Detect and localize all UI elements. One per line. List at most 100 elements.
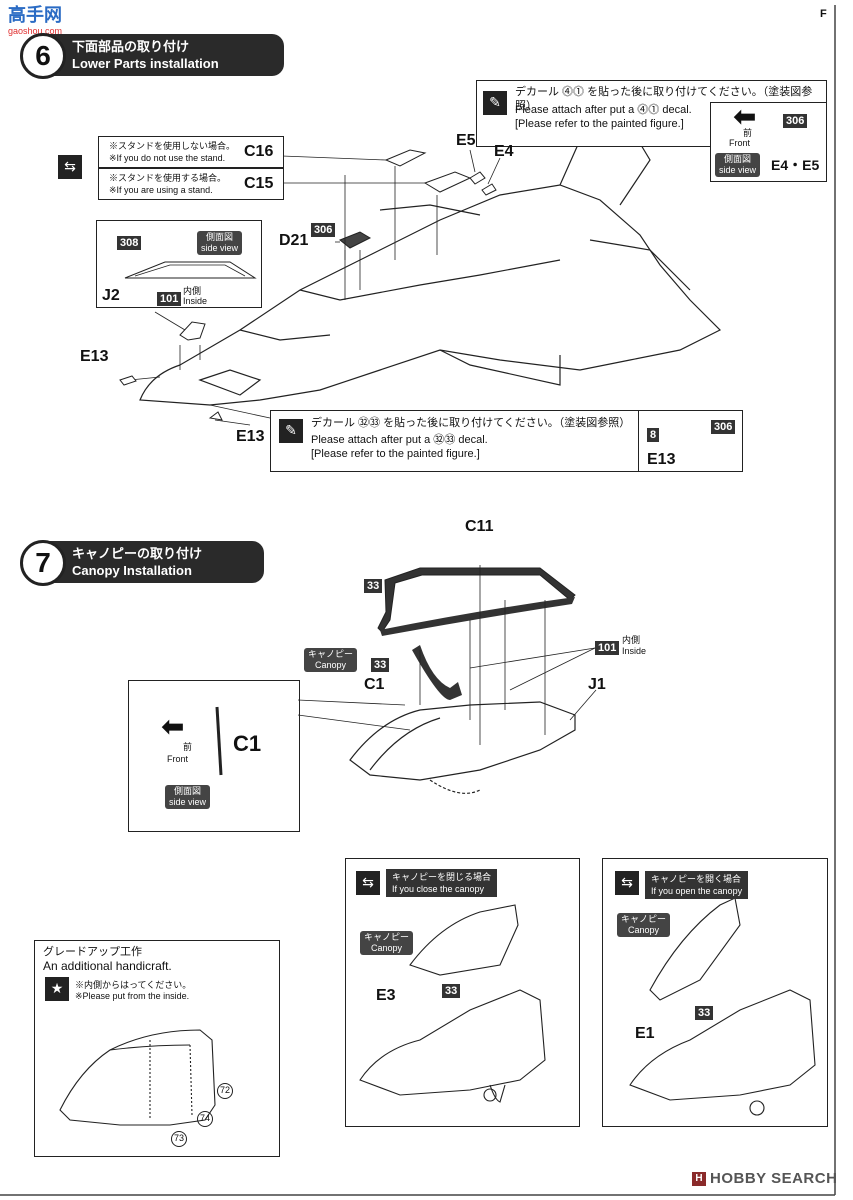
part-c16: C16 <box>244 143 274 160</box>
stand-note: ※スタンドを使用する場合。 ※If you are using a stand. <box>98 168 284 200</box>
part-74: 74 <box>197 1111 213 1127</box>
close-canopy-canopy-jp: キャノピー <box>364 932 410 942</box>
aircraft-top-drawing <box>139 109 722 406</box>
hobby-search-logo-icon: H <box>692 1171 706 1186</box>
open-canopy-label: キャノピーを開く場合 If you open the canopy <box>645 871 749 899</box>
part-badge-101-b: 101 <box>595 641 620 655</box>
site-logo-text: 高手网 <box>8 5 62 26</box>
part-badge-33-b: 33 <box>371 658 390 672</box>
close-canopy-box: ⇆ キャノピーを閉じる場合 If you close the canopy キャ… <box>345 858 580 1127</box>
open-canopy-drawing <box>629 897 816 1116</box>
canopy-en: Canopy <box>314 660 347 670</box>
decal3233-note-box: ✎ デカール ㉜㉝ を貼った後に取り付けてください。（塗装図参照） Please… <box>270 410 640 472</box>
part-j1: J1 <box>588 676 606 693</box>
swap-icon-close: ⇆ <box>356 871 380 895</box>
part-e13-b: E13 <box>236 428 265 445</box>
swap-icon-open: ⇆ <box>615 871 639 895</box>
part-badge-33-a: 33 <box>364 579 383 593</box>
step7-title-en: Canopy Installation <box>72 563 192 578</box>
arrow-left-icon-2: ⬅ <box>161 710 185 743</box>
canopy-drawing <box>349 701 576 794</box>
decal41-note-jp: デカール ⓸⓵ を貼った後に取り付けてください。（塗装図参照） <box>515 86 813 112</box>
part-c1-big: C1 <box>233 731 262 756</box>
e4e5-label: E4・E5 <box>771 157 820 173</box>
decal41-note-ref: [Please refer to the painted figure.] <box>515 118 684 130</box>
e13-sideview-box: 8 306 E13 <box>638 410 743 472</box>
grade-up-title-en: An additional handicraft. <box>43 959 172 973</box>
part-badge-33-open: 33 <box>695 1006 714 1020</box>
grade-up-box: グレードアップ工作 An additional handicraft. ★ ※内… <box>34 940 280 1157</box>
frame-corner-mark: F <box>820 8 827 20</box>
grade-up-canopy-drawing <box>59 1029 216 1126</box>
c1-side-view-jp: 側面図 <box>174 786 202 796</box>
part-73: 73 <box>171 1131 187 1147</box>
j2-side-view-en: side view <box>201 243 239 253</box>
step7-number: 7 <box>20 540 66 586</box>
closed-canopy-drawing <box>359 904 546 1103</box>
hobby-search-text: HOBBY SEARCH <box>710 1170 838 1187</box>
part-c1: C1 <box>364 676 385 693</box>
part-badge-101: 101 <box>157 292 182 306</box>
part-72: 72 <box>217 1083 233 1099</box>
grade-up-note-jp: ※内側からはってください。 <box>75 980 192 990</box>
front-jp-2: 前 <box>183 742 193 752</box>
hobby-search-watermark: H HOBBY SEARCH <box>692 1170 837 1187</box>
open-canopy-canopy-en: Canopy <box>627 925 660 935</box>
stand-jp: ※スタンドを使用する場合。 <box>109 173 227 183</box>
step7-title-jp: キャノピーの取り付け <box>72 546 203 561</box>
stand-en: ※If you are using a stand. <box>109 185 213 195</box>
brush-icon: ✎ <box>483 91 507 115</box>
part-c15: C15 <box>244 175 274 192</box>
no-stand-note: ※スタンドを使用しない場合。 ※If you do not use the st… <box>98 136 284 168</box>
part-badge-306: 306 <box>311 223 336 237</box>
decal3233-note-ref: [Please refer to the painted figure.] <box>311 448 480 460</box>
star-icon: ★ <box>45 977 69 1001</box>
no-stand-jp: ※スタンドを使用しない場合。 <box>109 141 236 151</box>
side-view-jp: 側面図 <box>724 154 752 164</box>
part-c11: C11 <box>465 518 494 535</box>
step6-title-jp: 下面部品の取り付け <box>72 39 190 54</box>
part-e3: E3 <box>376 987 396 1004</box>
inside-en-2: Inside <box>622 646 647 656</box>
site-logo: 高手网 gaoshou.com <box>8 5 74 37</box>
site-logo-url: gaoshou.com <box>8 26 63 36</box>
part-d21: D21 <box>279 232 309 249</box>
close-canopy-label: キャノピーを閉じる場合 If you close the canopy <box>386 869 498 897</box>
close-canopy-canopy-en: Canopy <box>370 943 403 953</box>
no-stand-en: ※If you do not use the stand. <box>109 153 226 163</box>
decal3233-note-en: Please attach after put a ㉜㉝ decal. <box>311 434 488 446</box>
decal41-note-en: Please attach after put a ⓸⓵ decal. <box>515 104 692 116</box>
arrow-left-icon: ⬅ <box>733 100 757 133</box>
front-label-jp: 前 <box>743 128 753 138</box>
front-label-en: Front <box>729 138 751 148</box>
part-badge-306-top: 306 <box>783 114 808 128</box>
brush-icon-2: ✎ <box>279 419 303 443</box>
canopy-jp: キャノピー <box>308 649 354 659</box>
part-badge-306-b: 306 <box>711 420 736 434</box>
part-e5: E5 <box>456 132 476 149</box>
j2-side-view-jp: 側面図 <box>206 232 234 242</box>
part-j2: J2 <box>102 287 120 304</box>
part-badge-308: 308 <box>117 236 142 250</box>
open-canopy-canopy-jp: キャノピー <box>621 914 667 924</box>
part-e13-c: E13 <box>647 451 676 468</box>
decal3233-note-jp: デカール ㉜㉝ を貼った後に取り付けてください。（塗装図参照） <box>311 417 631 429</box>
inside-jp: 内側 <box>183 286 202 296</box>
side-view-en: side view <box>719 165 757 175</box>
inside-jp-2: 内側 <box>622 635 641 645</box>
close-canopy-en: If you close the canopy <box>392 884 485 894</box>
open-canopy-jp: キャノピーを開く場合 <box>651 874 742 884</box>
grade-up-note-en: ※Please put from the inside. <box>75 991 190 1001</box>
stand-parts <box>339 149 497 249</box>
grade-up-title-jp: グレードアップ工作 <box>43 946 142 958</box>
